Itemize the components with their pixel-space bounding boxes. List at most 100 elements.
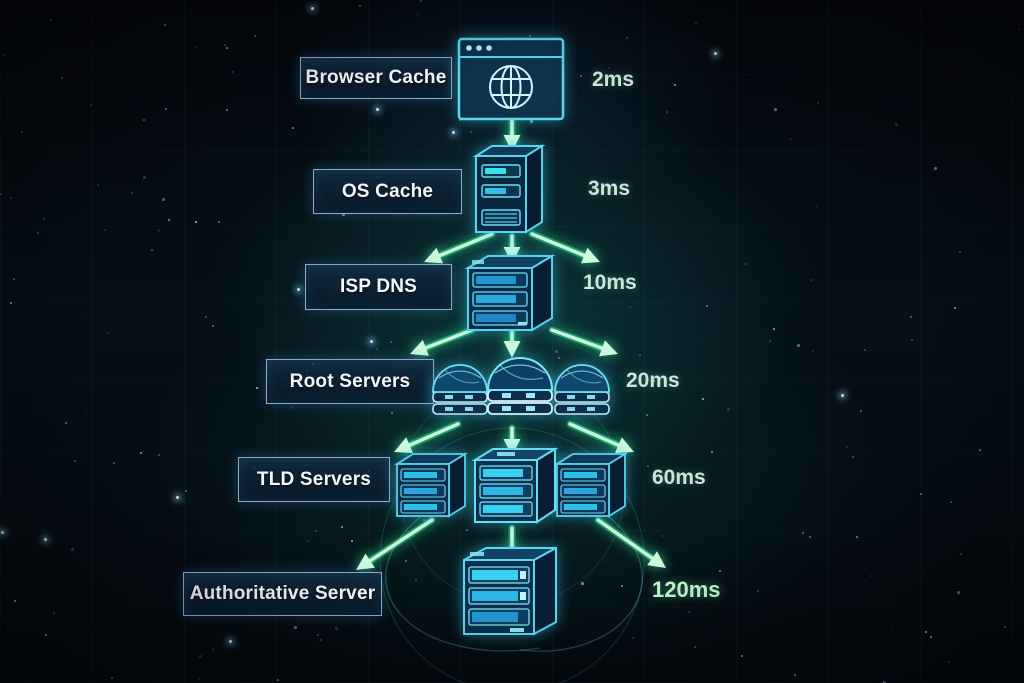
background-dot xyxy=(335,627,338,630)
background-dot xyxy=(745,263,747,265)
background-dot xyxy=(757,590,759,592)
background-dot xyxy=(694,646,696,648)
server-cluster-icon xyxy=(393,444,633,532)
background-dot xyxy=(620,375,622,377)
background-dot xyxy=(769,340,771,342)
label-root-servers: Root Servers xyxy=(266,359,434,404)
authoritative-server-icon xyxy=(456,542,566,642)
background-dot xyxy=(632,637,634,639)
background-dot xyxy=(954,307,956,309)
background-dot xyxy=(294,626,297,629)
background-dot xyxy=(143,176,146,179)
background-dot xyxy=(621,585,623,587)
background-dot xyxy=(934,167,937,170)
background-dot xyxy=(317,634,319,636)
background-dot xyxy=(185,490,187,492)
background-dot xyxy=(90,104,92,106)
background-glow-dot xyxy=(44,538,47,541)
background-dot xyxy=(212,325,214,327)
background-dot xyxy=(646,414,648,416)
background-glow-dot xyxy=(1,531,4,534)
browser-globe-icon xyxy=(456,36,566,122)
background-glow-dot xyxy=(311,7,314,10)
background-dot xyxy=(405,560,407,562)
background-dot xyxy=(359,5,361,7)
background-dot xyxy=(702,398,704,400)
background-glow-dot xyxy=(376,108,379,111)
background-dot xyxy=(341,526,343,528)
background-dot xyxy=(256,387,258,389)
background-dot xyxy=(292,127,294,129)
background-dot xyxy=(351,540,353,542)
background-dot xyxy=(74,460,76,462)
background-dot xyxy=(315,530,317,532)
globe-server-cluster-icon xyxy=(425,348,615,428)
background-dot xyxy=(14,600,16,602)
background-dot xyxy=(626,37,628,39)
label-os-cache: OS Cache xyxy=(313,169,462,214)
background-dot xyxy=(320,639,322,641)
background-dot xyxy=(809,536,811,538)
background-dot xyxy=(71,548,74,551)
background-dot xyxy=(629,306,631,308)
background-dot xyxy=(143,119,145,121)
background-glow-dot xyxy=(370,340,373,343)
background-dot xyxy=(1018,28,1020,30)
background-dot xyxy=(165,108,167,110)
background-dot xyxy=(151,249,153,251)
time-os-cache: 3ms xyxy=(588,177,631,200)
background-dot xyxy=(647,465,649,467)
background-dot xyxy=(950,501,952,503)
background-dot xyxy=(817,102,819,104)
background-dot xyxy=(674,84,676,86)
background-dot xyxy=(254,35,256,37)
time-root-servers: 20ms xyxy=(626,369,680,392)
background-dot xyxy=(695,22,697,24)
time-tld-servers: 60ms xyxy=(652,466,706,489)
background-dot xyxy=(195,46,197,48)
background-dot xyxy=(957,591,960,594)
background-dot xyxy=(61,77,63,79)
label-isp-dns: ISP DNS xyxy=(305,264,452,310)
background-dot xyxy=(21,131,23,133)
background-dot xyxy=(376,348,378,350)
background-dot xyxy=(107,332,109,334)
background-dot xyxy=(727,408,730,411)
dns-server-icon xyxy=(460,252,560,336)
background-dot xyxy=(666,111,668,113)
background-dot xyxy=(111,677,113,679)
time-authoritative-server: 120ms xyxy=(652,577,721,602)
background-glow-dot xyxy=(229,640,232,643)
background-glow-dot xyxy=(176,496,179,499)
background-dot xyxy=(290,406,293,409)
background-dot xyxy=(226,109,228,111)
label-os-cache-text: OS Cache xyxy=(341,180,434,202)
background-dot xyxy=(50,19,52,21)
background-dot xyxy=(10,302,12,304)
background-dot xyxy=(390,341,392,343)
background-glow-dot xyxy=(452,131,455,134)
background-dot xyxy=(13,278,15,280)
label-browser-cache: Browser Cache xyxy=(300,57,452,99)
background-dot xyxy=(959,251,961,253)
background-dot xyxy=(891,625,893,627)
background-dot xyxy=(0,193,2,195)
background-dot xyxy=(232,71,234,73)
background-dot xyxy=(706,305,708,307)
background-glow-dot xyxy=(714,52,717,55)
background-dot xyxy=(719,570,721,572)
background-dot xyxy=(417,14,419,16)
background-dot xyxy=(790,138,792,140)
background-dot xyxy=(277,679,279,681)
background-dot xyxy=(164,24,166,26)
background-dot xyxy=(157,229,160,232)
background-dot xyxy=(870,575,872,577)
background-dot xyxy=(198,678,200,680)
background-dot xyxy=(104,229,106,231)
background-dot xyxy=(218,221,220,223)
background-dot xyxy=(860,410,862,412)
background-dot xyxy=(979,449,981,451)
background-dot xyxy=(774,108,777,111)
background-dot xyxy=(97,184,99,186)
